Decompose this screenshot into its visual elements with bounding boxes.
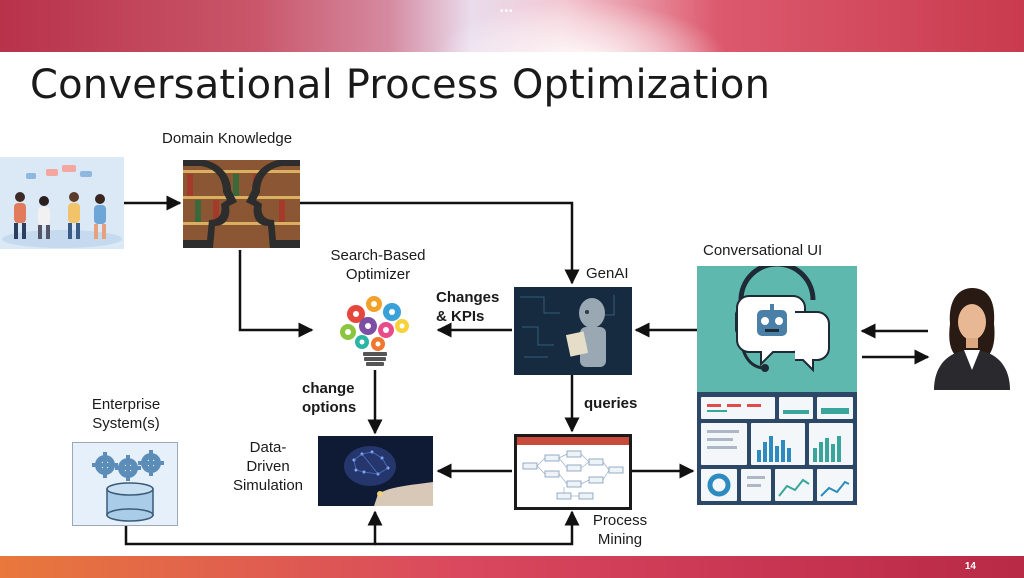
changes-kpis-label-line2: & KPIs: [436, 308, 485, 325]
analytics-dashboard-illustration: [697, 392, 857, 505]
search-optimizer-label-line1: Search-Based: [330, 247, 426, 264]
user-avatar: [930, 284, 1012, 390]
search-optimizer-image: [318, 290, 433, 370]
arrow-knowledge-to-optimizer: [238, 250, 314, 338]
slide-title: Conversational Process Optimization: [30, 62, 771, 108]
simulation-label-line3: Simulation: [232, 477, 304, 494]
process-mining-label-line2: Mining: [597, 531, 643, 548]
simulation-label-line2: Driven: [246, 458, 290, 475]
conversational-ui-image: [697, 266, 857, 392]
window-dots-icon[interactable]: •••: [500, 6, 514, 17]
search-optimizer-label: Search-Based Optimizer: [310, 246, 446, 284]
process-mining-image: [514, 434, 632, 510]
domain-knowledge-label: Domain Knowledge: [162, 130, 293, 147]
process-mining-label-line1: Process: [592, 512, 648, 529]
simulation-label: Data- Driven Simulation: [220, 438, 316, 495]
robot-reading-illustration: [514, 287, 632, 375]
arrow-enterprise-to-mining: [375, 510, 580, 546]
people-meeting-illustration: [2, 165, 122, 248]
slide-footer-band: 14: [0, 556, 1024, 578]
page-number: 14: [964, 561, 976, 572]
conversational-ui-label: Conversational UI: [703, 242, 823, 259]
search-optimizer-label-line2: Optimizer: [345, 266, 411, 283]
people-meeting-image: [0, 157, 124, 249]
gears-database-icon: [92, 450, 164, 522]
slide-header-band: •••: [0, 0, 1024, 52]
businesswoman-avatar-icon: [934, 288, 1010, 390]
simulation-image: [318, 436, 433, 506]
change-options-label: change options: [302, 379, 356, 417]
process-mining-label: Process Mining: [584, 511, 656, 549]
change-options-label-line1: change: [302, 380, 355, 397]
process-map-screenshot: [517, 437, 629, 500]
chatbot-headset-icon: [735, 266, 830, 373]
genai-label: GenAI: [586, 265, 629, 282]
changes-kpis-label: Changes & KPIs: [436, 288, 499, 326]
header-wave-decoration: [430, 0, 730, 52]
queries-label: queries: [584, 395, 638, 412]
changes-kpis-label-line1: Changes: [436, 289, 500, 306]
enterprise-label-line1: Enterprise: [91, 396, 161, 413]
simulation-label-line1: Data-: [249, 439, 287, 456]
enterprise-systems-label: Enterprise System(s): [66, 395, 186, 433]
gear-lightbulb-illustration: [340, 296, 409, 366]
arrow-enterprise-to-simulation: [124, 510, 383, 546]
genai-image: [514, 287, 632, 375]
arrow-knowledge-to-genai: [300, 201, 580, 285]
bookshelf-heads-illustration: [183, 160, 300, 248]
domain-knowledge-image: [183, 160, 300, 248]
change-options-label-line2: options: [302, 399, 357, 416]
enterprise-label-line2: System(s): [92, 415, 160, 432]
digital-brain-hand-illustration: [318, 436, 433, 506]
dashboard-image: [697, 392, 857, 505]
enterprise-systems-image: [72, 442, 178, 526]
